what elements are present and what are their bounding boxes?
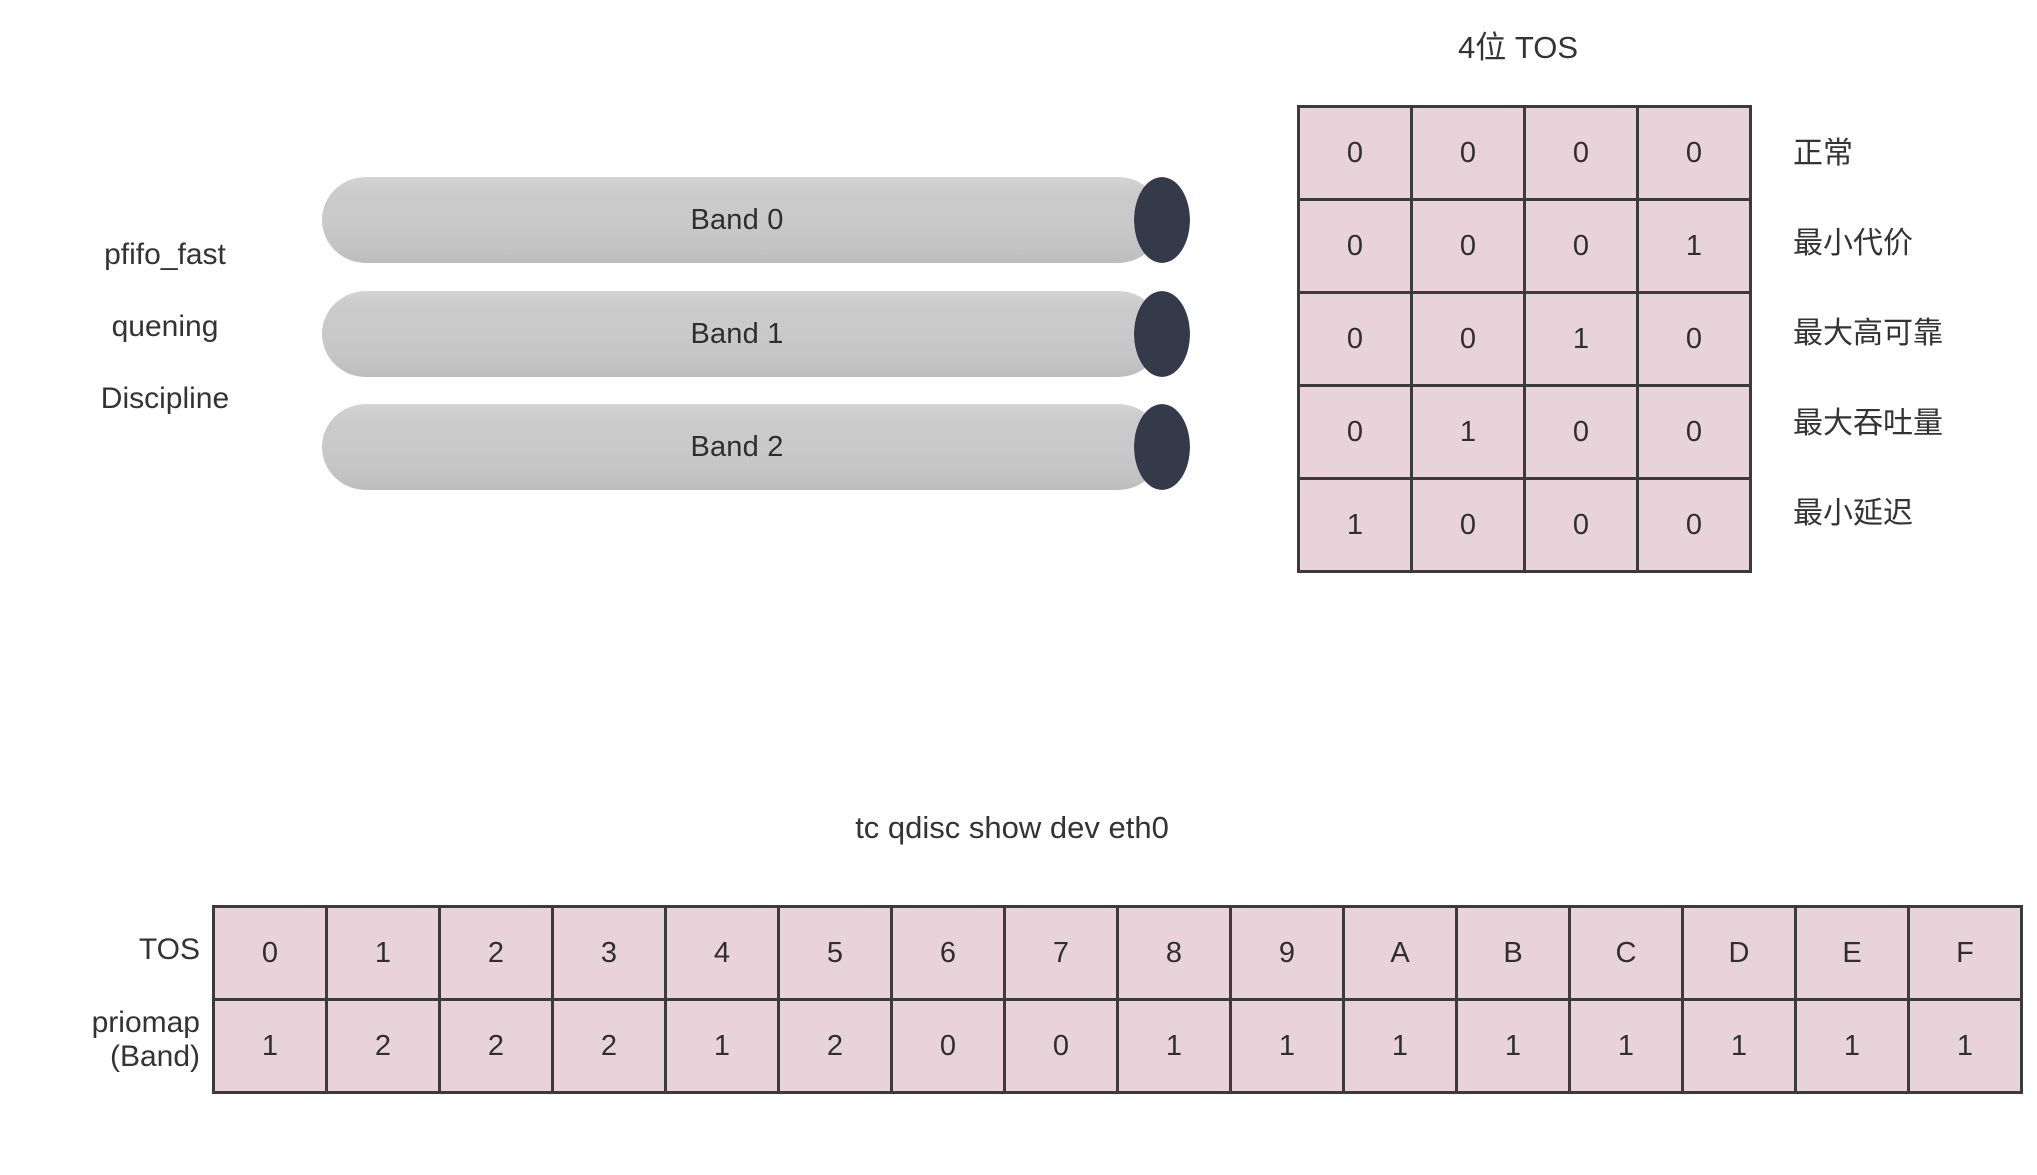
table-row: 0 1 2 3 4 5 6 7 8 9 A B C D E F bbox=[212, 905, 2023, 1001]
priomap-band-cell: 1 bbox=[1229, 998, 1345, 1094]
tos-bit-cell: 0 bbox=[1297, 384, 1413, 480]
priomap-band-cell: 2 bbox=[325, 998, 441, 1094]
band-cylinder-endcap-icon bbox=[1134, 177, 1190, 263]
priomap-tos-cell: 7 bbox=[1003, 905, 1119, 1001]
band-cylinder-0: Band 0 bbox=[322, 177, 1190, 263]
qdisc-label-line-1: pfifo_fast bbox=[104, 238, 226, 271]
tos-bit-cell: 0 bbox=[1297, 291, 1413, 387]
priomap-tos-cell: 2 bbox=[438, 905, 554, 1001]
tos-table-title: 4位 TOS bbox=[1457, 30, 1579, 65]
priomap-band-cell: 1 bbox=[1568, 998, 1684, 1094]
tos-bit-table: 0 0 0 0 0 0 0 1 0 0 1 0 0 1 0 0 1 0 0 0 bbox=[1297, 105, 1752, 573]
priomap-tos-cell: E bbox=[1794, 905, 1910, 1001]
priomap-band-cell: 1 bbox=[1116, 998, 1232, 1094]
tos-bit-cell: 1 bbox=[1297, 477, 1413, 573]
band-label-0: Band 0 bbox=[690, 203, 784, 236]
priomap-band-cell: 1 bbox=[1907, 998, 2023, 1094]
priomap-band-cell: 1 bbox=[664, 998, 780, 1094]
priomap-tos-cell: D bbox=[1681, 905, 1797, 1001]
priomap-band-cell: 1 bbox=[1342, 998, 1458, 1094]
tos-bit-cell: 0 bbox=[1636, 477, 1752, 573]
priomap-band-cell: 2 bbox=[551, 998, 667, 1094]
table-row: 1 0 0 0 bbox=[1297, 477, 1752, 573]
tos-description-list: 正常 最小代价 最大高可靠 最大吞吐量 最小延迟 bbox=[1793, 105, 1943, 555]
priomap-tos-cell: 0 bbox=[212, 905, 328, 1001]
priomap-band-cell: 1 bbox=[212, 998, 328, 1094]
priomap-band-cell: 1 bbox=[1455, 998, 1571, 1094]
priomap-tos-cell: B bbox=[1455, 905, 1571, 1001]
tos-bit-cell: 0 bbox=[1523, 384, 1639, 480]
priomap-tos-cell: 4 bbox=[664, 905, 780, 1001]
tos-description-2: 最大高可靠 bbox=[1793, 317, 1943, 350]
priomap-band-cell: 0 bbox=[890, 998, 1006, 1094]
tos-bit-cell: 0 bbox=[1297, 105, 1413, 201]
tos-bit-cell: 0 bbox=[1410, 198, 1526, 294]
band-cylinder-endcap-icon bbox=[1134, 404, 1190, 490]
tos-bit-cell: 1 bbox=[1410, 384, 1526, 480]
priomap-tos-cell: 3 bbox=[551, 905, 667, 1001]
band-label-2: Band 2 bbox=[690, 430, 784, 463]
table-row: 0 0 0 0 bbox=[1297, 105, 1752, 201]
priomap-band-cell: 1 bbox=[1681, 998, 1797, 1094]
priomap-row-label-band-line1: priomap bbox=[91, 1006, 200, 1040]
tos-bit-cell: 0 bbox=[1636, 291, 1752, 387]
priomap-row-label-group: TOS priomap (Band) bbox=[10, 905, 200, 1085]
tos-bit-cell: 1 bbox=[1523, 291, 1639, 387]
tos-description-3: 最大吞吐量 bbox=[1793, 407, 1943, 440]
band-label-1: Band 1 bbox=[690, 317, 784, 350]
priomap-band-cell: 0 bbox=[1003, 998, 1119, 1094]
tos-bit-cell: 0 bbox=[1410, 477, 1526, 573]
table-row: 0 0 1 0 bbox=[1297, 291, 1752, 387]
tos-bit-cell: 0 bbox=[1410, 291, 1526, 387]
band-cylinder-body bbox=[322, 291, 1162, 377]
priomap-table: 0 1 2 3 4 5 6 7 8 9 A B C D E F 1 2 2 2 … bbox=[212, 905, 2023, 1094]
tos-description-4: 最小延迟 bbox=[1793, 497, 1913, 530]
priomap-tos-cell: 5 bbox=[777, 905, 893, 1001]
tos-description-0: 正常 bbox=[1793, 137, 1853, 170]
tos-description-1: 最小代价 bbox=[1793, 227, 1913, 260]
tos-bit-cell: 0 bbox=[1523, 198, 1639, 294]
priomap-band-cell: 1 bbox=[1794, 998, 1910, 1094]
priomap-row-label-band-line2: (Band) bbox=[109, 1040, 200, 1073]
priomap-tos-cell: 6 bbox=[890, 905, 1006, 1001]
priomap-tos-cell: C bbox=[1568, 905, 1684, 1001]
priomap-tos-cell: 9 bbox=[1229, 905, 1345, 1001]
table-row: 1 2 2 2 1 2 0 0 1 1 1 1 1 1 1 1 bbox=[212, 998, 2023, 1094]
priomap-tos-cell: A bbox=[1342, 905, 1458, 1001]
table-row: 0 0 0 1 bbox=[1297, 198, 1752, 294]
tos-bit-cell: 1 bbox=[1636, 198, 1752, 294]
band-cylinder-body bbox=[322, 177, 1162, 263]
tos-bit-cell: 0 bbox=[1636, 384, 1752, 480]
priomap-tos-cell: F bbox=[1907, 905, 2023, 1001]
priomap-band-cell: 2 bbox=[777, 998, 893, 1094]
qdisc-label-line-3: Discipline bbox=[100, 382, 230, 415]
tos-bit-cell: 0 bbox=[1523, 105, 1639, 201]
priomap-table-title: tc qdisc show dev eth0 bbox=[855, 810, 1169, 845]
priomap-row-label-band: priomap (Band) bbox=[10, 995, 200, 1085]
priomap-tos-cell: 8 bbox=[1116, 905, 1232, 1001]
band-cylinder-body bbox=[322, 404, 1162, 490]
tos-bit-cell: 0 bbox=[1636, 105, 1752, 201]
band-cylinder-2: Band 2 bbox=[322, 404, 1190, 490]
priomap-band-cell: 2 bbox=[438, 998, 554, 1094]
qdisc-label-group: pfifo_fast quening Discipline bbox=[40, 240, 290, 414]
band-cylinder-1: Band 1 bbox=[322, 291, 1190, 377]
tos-bit-cell: 0 bbox=[1523, 477, 1639, 573]
band-cylinder-endcap-icon bbox=[1134, 291, 1190, 377]
priomap-row-label-tos: TOS bbox=[138, 933, 200, 967]
tos-bit-cell: 0 bbox=[1410, 105, 1526, 201]
tos-bit-cell: 0 bbox=[1297, 198, 1413, 294]
qdisc-label-line-2: quening bbox=[111, 310, 219, 343]
priomap-tos-cell: 1 bbox=[325, 905, 441, 1001]
table-row: 0 1 0 0 bbox=[1297, 384, 1752, 480]
